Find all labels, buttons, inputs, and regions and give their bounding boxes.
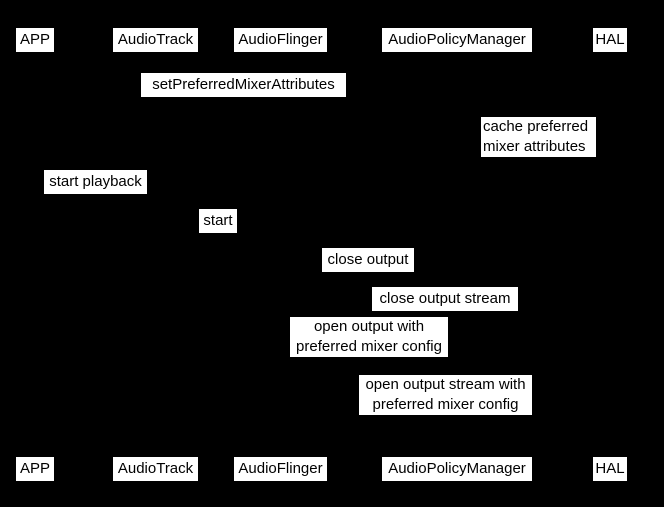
lifeline-app [35,52,36,457]
lifeline-hal [610,52,611,457]
participant-header-audiotrack[interactable]: AudioTrack [113,28,198,52]
participant-footer-audiopolicymanager[interactable]: AudioPolicyManager [382,457,532,481]
message-open-output-stream-with-preferred-mixer-config[interactable]: open output stream with preferred mixer … [359,375,532,415]
participant-footer-audiotrack[interactable]: AudioTrack [113,457,198,481]
lifeline-audioflinger [280,52,281,457]
message-cache-preferred-mixer-attributes[interactable]: cache preferred mixer attributes [481,117,596,157]
participant-header-audioflinger[interactable]: AudioFlinger [234,28,327,52]
message-line-2: mixer attributes [483,138,586,155]
message-open-output-with-preferred-mixer-config[interactable]: open output with preferred mixer config [290,317,448,357]
participant-footer-audioflinger[interactable]: AudioFlinger [234,457,327,481]
message-line-1: cache preferred [483,118,589,135]
participant-footer-hal[interactable]: HAL [593,457,627,481]
participant-header-app[interactable]: APP [16,28,54,52]
message-close-output-stream[interactable]: close output stream [372,287,518,311]
participant-footer-app[interactable]: APP [16,457,54,481]
message-set-preferred-mixer-attributes[interactable]: setPreferredMixerAttributes [141,73,346,97]
lifeline-audiopolicymanager [457,52,458,457]
message-start[interactable]: start [199,209,237,233]
message-line-2: preferred mixer config [372,396,519,413]
message-line-1: open output stream with [365,376,526,393]
lifeline-audiotrack [155,52,156,457]
message-line-1: open output with [313,318,425,335]
participant-header-audiopolicymanager[interactable]: AudioPolicyManager [382,28,532,52]
participant-header-hal[interactable]: HAL [593,28,627,52]
message-close-output[interactable]: close output [322,248,414,272]
message-start-playback[interactable]: start playback [44,170,147,194]
message-line-2: preferred mixer config [296,338,442,355]
